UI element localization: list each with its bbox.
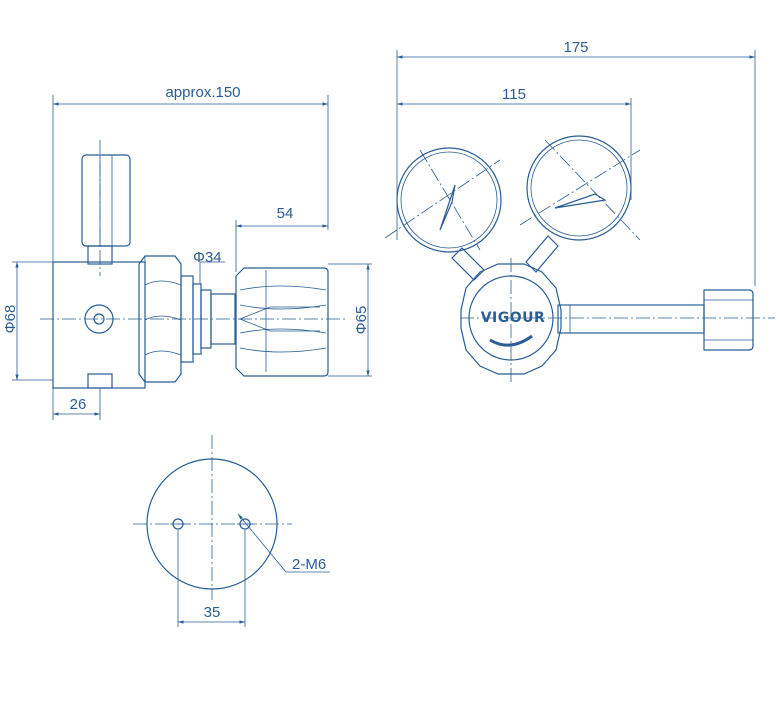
hex-nut bbox=[138, 255, 182, 383]
right-gauge-needle-icon bbox=[554, 193, 607, 209]
outlet-nut bbox=[703, 289, 754, 351]
dim-175: 175 bbox=[563, 39, 588, 56]
callout-2-m6: 2-M6 bbox=[292, 556, 326, 573]
dim-26: 26 bbox=[70, 396, 87, 413]
gauge-side-body bbox=[81, 154, 131, 247]
bottom-view: 2-M6 35 bbox=[133, 435, 330, 627]
outlet-pipe bbox=[557, 304, 705, 334]
logo-swoosh-icon bbox=[489, 334, 533, 347]
dim-phi-68: Φ68 bbox=[2, 305, 19, 334]
right-pressure-gauge bbox=[526, 135, 632, 241]
dim-phi-34: Φ34 bbox=[193, 249, 222, 266]
front-view: 175 115 VIGOUR bbox=[384, 39, 775, 385]
side-view: approx.150 Φ34 54 bbox=[2, 84, 372, 420]
dim-54: 54 bbox=[277, 205, 294, 222]
dim-phi-65: Φ65 bbox=[353, 306, 370, 335]
bonnet-knob bbox=[235, 267, 329, 377]
dim-approx-150: approx.150 bbox=[165, 84, 240, 101]
dim-35: 35 bbox=[204, 604, 221, 621]
regulator-front-body bbox=[460, 263, 562, 375]
dim-115: 115 bbox=[502, 86, 526, 103]
regulator-body bbox=[52, 261, 146, 389]
left-gauge-needle-icon bbox=[439, 184, 456, 231]
left-pressure-gauge bbox=[396, 147, 502, 253]
